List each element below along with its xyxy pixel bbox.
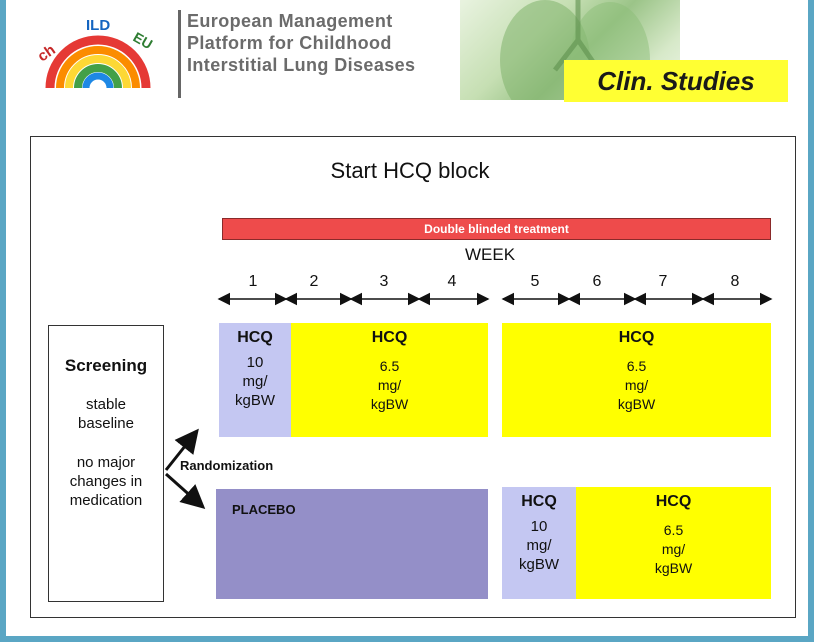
svg-text:ch: ch — [35, 41, 59, 65]
dose-value: 10 — [246, 354, 264, 371]
week-number-5: 5 — [530, 273, 540, 290]
week-label: WEEK — [464, 245, 516, 264]
drug-label: HCQ — [655, 493, 692, 510]
randomization-label: Randomization — [180, 458, 274, 473]
drug-label: HCQ — [521, 493, 557, 510]
bottom-arm-hcq-6-5: HCQ 6.5 mg/ kgBW — [576, 487, 771, 599]
screening-line-5: medication — [69, 492, 143, 509]
diagram-frame — [30, 136, 796, 618]
dose-value: 6.5 — [379, 358, 400, 374]
screening-line-3: no major — [76, 454, 136, 471]
bottom-arm-hcq-10: HCQ 10 mg/ kgBW — [502, 487, 576, 599]
organization-name: European Management Platform for Childho… — [178, 10, 487, 98]
dose-value: 10 — [530, 518, 548, 535]
drug-label: HCQ — [618, 329, 655, 346]
double-blinded-bar: Double blinded treatment — [222, 218, 771, 240]
top-arm-hcq-10: HCQ 10 mg/ kgBW — [219, 323, 291, 437]
randomization-arrow-up — [164, 428, 199, 471]
dose-basis: kgBW — [654, 560, 693, 576]
dose-unit: mg/ — [242, 373, 268, 390]
org-line-1: European Management — [187, 11, 393, 31]
section-label: Clin. Studies — [564, 60, 788, 102]
screening-line-1: stable — [85, 396, 127, 413]
drug-label: HCQ — [237, 329, 273, 346]
dose-basis: kgBW — [518, 556, 559, 573]
child-eu-logo: ch ILD EU — [28, 10, 168, 100]
placebo-box: PLACEBO — [216, 489, 488, 599]
org-line-3: Interstitial Lung Diseases — [187, 55, 416, 75]
dose-value: 6.5 — [663, 522, 684, 538]
org-line-2: Platform for Childhood — [187, 33, 392, 53]
svg-text:ILD: ILD — [86, 17, 110, 34]
week-number-7: 7 — [658, 273, 668, 290]
diagram-title: Start HCQ block — [330, 158, 490, 183]
screening-line-2: baseline — [78, 415, 134, 432]
screening-title: Screening — [64, 356, 148, 375]
placebo-label: PLACEBO — [232, 502, 296, 517]
week-number-3: 3 — [379, 273, 389, 290]
week-number-4: 4 — [447, 273, 457, 290]
screening-line-4: changes in — [69, 473, 143, 490]
screening-box: Screening stable baseline no major chang… — [48, 325, 164, 602]
dose-unit: mg/ — [661, 541, 686, 557]
week-number-2: 2 — [309, 273, 319, 290]
week-number-6: 6 — [592, 273, 602, 290]
randomization-arrow-down — [165, 472, 206, 509]
week-number-1: 1 — [248, 273, 258, 290]
drug-label: HCQ — [371, 329, 408, 346]
dose-basis: kgBW — [617, 396, 656, 412]
top-arm-hcq-6-5-b: HCQ 6.5 mg/ kgBW — [502, 323, 771, 437]
top-arm-hcq-6-5-a: HCQ 6.5 mg/ kgBW — [291, 323, 488, 437]
dose-unit: mg/ — [526, 537, 552, 554]
dose-basis: kgBW — [370, 396, 409, 412]
dose-unit: mg/ — [377, 377, 402, 393]
dose-value: 6.5 — [626, 358, 647, 374]
dose-basis: kgBW — [234, 392, 275, 409]
week-number-8: 8 — [730, 273, 740, 290]
dose-unit: mg/ — [624, 377, 649, 393]
